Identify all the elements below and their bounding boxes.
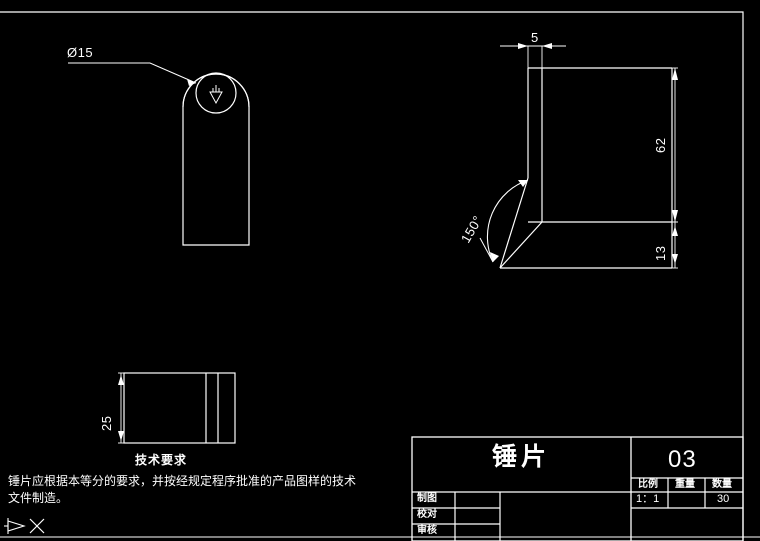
dimension-foot-height[interactable]: 13: [653, 245, 668, 261]
title-block-frame[interactable]: [411, 436, 744, 541]
spec-value-quantity: 30: [717, 493, 730, 505]
notes-body: 锤片应根据本等分的要求，并按经规定程序批准的产品图样的技术文件制造。: [8, 474, 357, 505]
signature-value-approved[interactable]: [460, 526, 498, 540]
signature-label-checked: 校对: [417, 509, 437, 520]
crosshair-cursor-icon[interactable]: [29, 518, 45, 534]
spec-header-scale: 比例: [638, 479, 658, 490]
part-name: 锤片: [492, 442, 551, 471]
spec-value-scale: 1：1: [636, 493, 660, 505]
drawing-number: 03: [668, 446, 697, 473]
spec-header-weight: 重量: [675, 479, 695, 490]
signature-value-checked[interactable]: [460, 510, 498, 524]
width-dimension: [118, 372, 124, 444]
dimension-width[interactable]: 25: [99, 415, 114, 431]
diameter-leader: [68, 62, 197, 86]
notes-heading: 技术要求: [135, 453, 188, 467]
thickness-dimension: [500, 43, 566, 68]
side-view-geometry[interactable]: [479, 43, 678, 269]
height-dimension: [672, 67, 678, 223]
front-view-geometry[interactable]: [68, 62, 250, 246]
dimension-hole-diameter[interactable]: Ø15: [67, 45, 94, 60]
spec-header-quantity: 数量: [712, 479, 732, 490]
signature-value-drafted[interactable]: [460, 494, 498, 508]
dimension-height[interactable]: 62: [653, 137, 668, 153]
bottom-view-geometry[interactable]: [118, 372, 236, 444]
grip-marker-icon: [209, 85, 223, 105]
hole-circle[interactable]: [195, 72, 237, 114]
sheet-border: [0, 11, 744, 541]
ucs-axis-icon: [4, 518, 26, 534]
foot-height-dimension: [672, 221, 678, 269]
dimension-thickness[interactable]: 5: [531, 30, 539, 45]
angle-dimension: [479, 179, 529, 263]
signature-label-drafted: 制图: [417, 493, 437, 504]
signature-label-approved: 审核: [417, 525, 437, 536]
